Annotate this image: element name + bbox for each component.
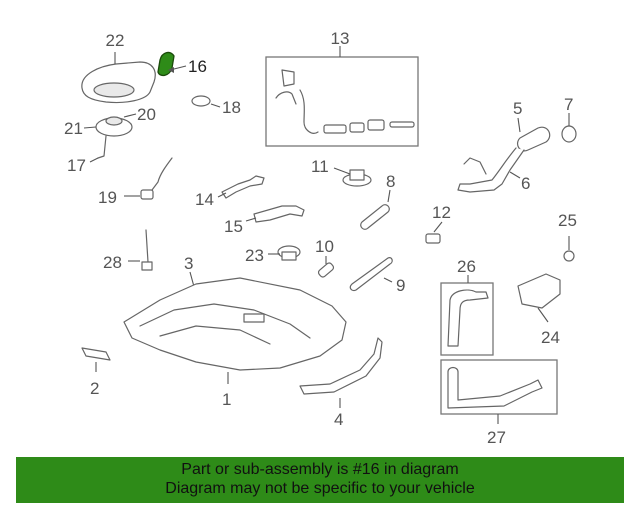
label-16: 16 xyxy=(188,57,207,76)
parts-diagram: 22 16 13 18 20 21 17 19 14 11 8 5 7 6 15… xyxy=(64,29,577,447)
part-26-hose-box xyxy=(440,275,494,356)
label-12: 12 xyxy=(432,203,451,222)
part-10-clamp xyxy=(317,256,335,278)
label-5: 5 xyxy=(513,99,522,118)
part-8-hose xyxy=(360,189,391,230)
label-17: 17 xyxy=(67,156,86,175)
label-22: 22 xyxy=(106,31,125,50)
part-9-rod xyxy=(349,257,393,292)
label-9: 9 xyxy=(396,276,405,295)
label-3: 3 xyxy=(184,254,193,273)
label-7: 7 xyxy=(564,95,573,114)
label-14: 14 xyxy=(195,190,214,209)
banner-line-1: Part or sub-assembly is #16 in diagram xyxy=(181,461,459,478)
label-10: 10 xyxy=(315,237,334,256)
part-18-gasket xyxy=(191,95,221,108)
part-1-fuel-tank xyxy=(123,277,347,384)
label-6: 6 xyxy=(521,174,530,193)
label-8: 8 xyxy=(386,172,395,191)
label-18: 18 xyxy=(222,98,241,117)
banner-line-2: Diagram may not be specific to your vehi… xyxy=(165,480,475,497)
part-2-heat-shield xyxy=(81,347,111,372)
label-24: 24 xyxy=(541,328,560,347)
label-21: 21 xyxy=(64,119,83,138)
part-20-21-sender xyxy=(83,113,137,163)
part-23-cap xyxy=(268,245,301,261)
label-20: 20 xyxy=(137,105,156,124)
label-23: 23 xyxy=(245,246,264,265)
part-19-harness xyxy=(124,157,173,200)
part-28-sensor xyxy=(128,229,153,271)
part-13-assembly-box xyxy=(265,46,419,147)
part-24-canister xyxy=(517,273,561,323)
part-5-6-filler-neck xyxy=(457,117,551,193)
label-27: 27 xyxy=(487,428,506,447)
part-14-hose xyxy=(217,175,265,199)
label-26: 26 xyxy=(457,257,476,276)
label-1: 1 xyxy=(222,390,231,409)
label-25: 25 xyxy=(558,211,577,230)
part-22-cover-plate xyxy=(81,52,156,104)
label-4: 4 xyxy=(334,410,343,429)
part-4-strap xyxy=(299,337,383,408)
info-banner: Part or sub-assembly is #16 in diagram D… xyxy=(16,457,624,503)
label-11: 11 xyxy=(311,157,329,176)
part-27-pipe-box xyxy=(440,359,558,424)
label-19: 19 xyxy=(98,188,117,207)
part-25-bolt xyxy=(563,236,575,262)
label-15: 15 xyxy=(224,217,243,236)
label-28: 28 xyxy=(103,253,122,272)
part-11-filter xyxy=(333,167,372,187)
part-12-valve xyxy=(425,221,443,244)
part-15-hose xyxy=(245,205,305,223)
part-16-highlighted xyxy=(157,51,187,77)
label-2: 2 xyxy=(90,379,99,398)
label-13: 13 xyxy=(331,29,350,48)
part-7-cap xyxy=(561,113,577,143)
